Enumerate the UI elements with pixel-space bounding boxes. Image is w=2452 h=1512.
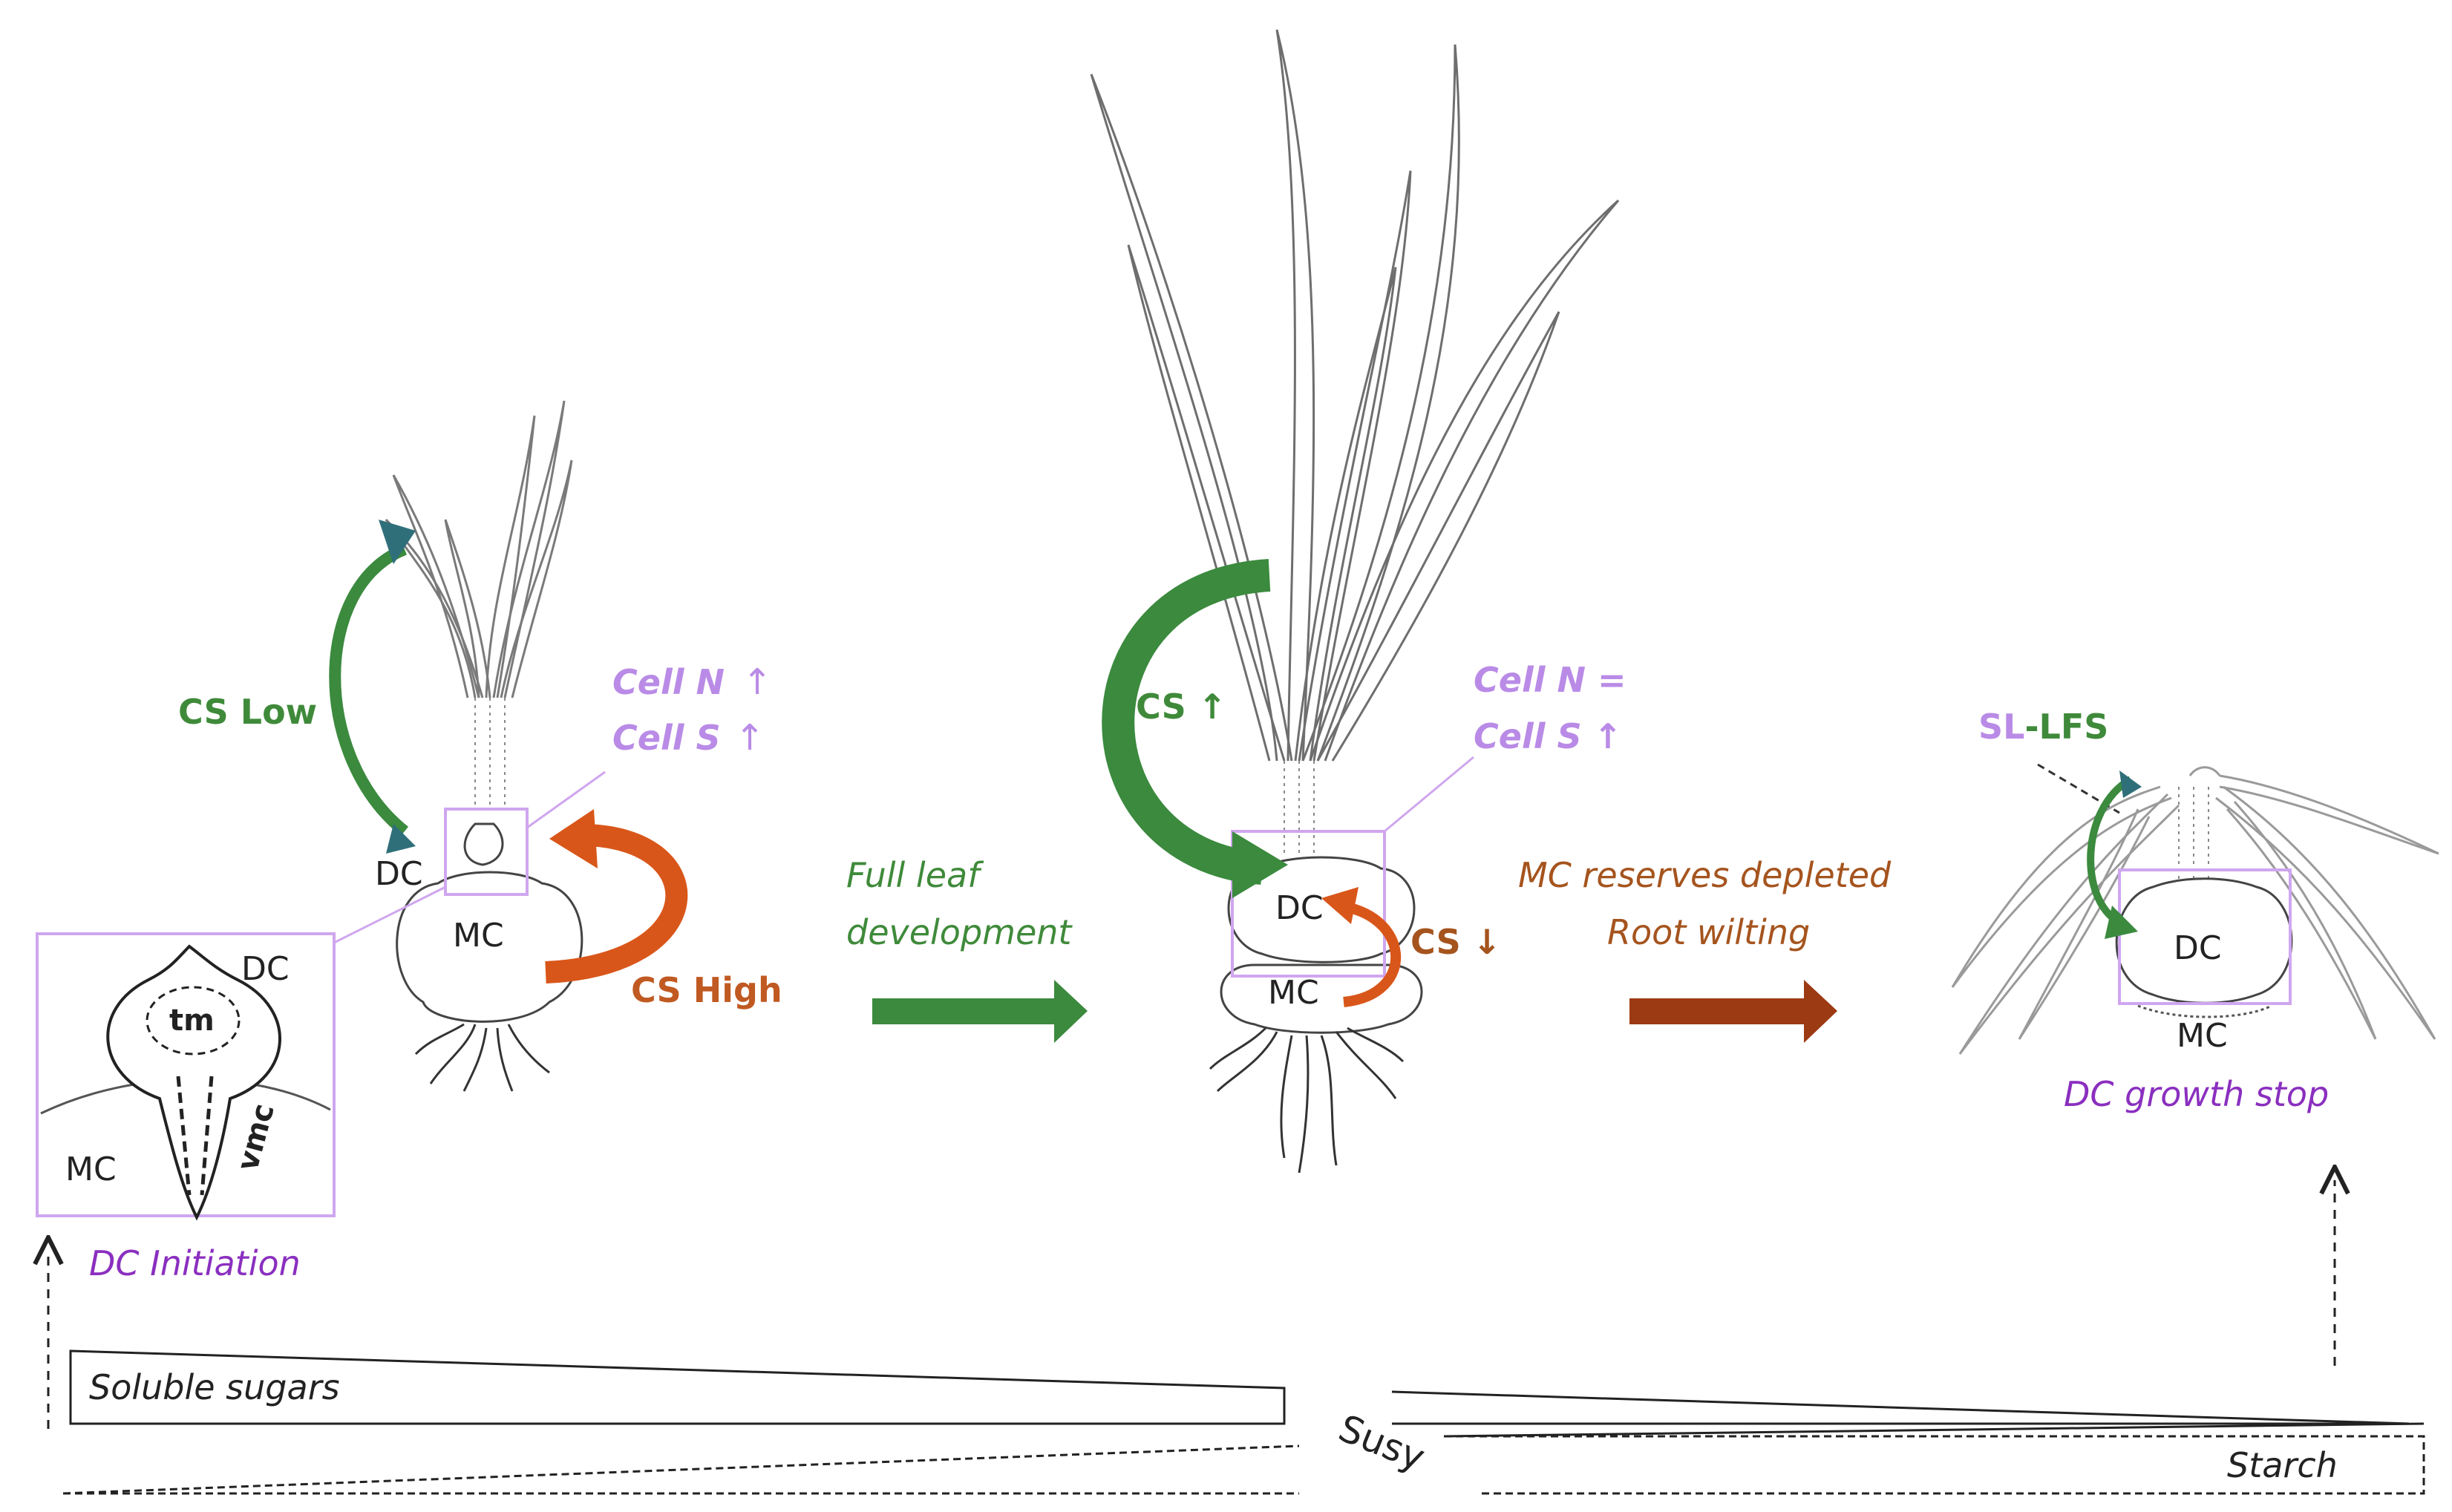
transition1-line2: development xyxy=(846,912,1073,952)
cs-low-arrow xyxy=(329,520,416,854)
stage1-dc-bulb xyxy=(463,822,504,866)
stage1-mc-label: MC xyxy=(453,917,504,955)
soluble-sugars-wedge xyxy=(69,1349,1286,1425)
stage1-mc-bulb xyxy=(396,871,583,1023)
stage1-cs-low-label: CS Low xyxy=(178,692,317,732)
transition2-line1: MC reserves depleted xyxy=(1518,855,1892,895)
soluble-sugars-wedge-tail xyxy=(1391,1390,2410,1425)
inset-panel: tm vmc DC MC xyxy=(36,932,336,1221)
transition2-arrow xyxy=(1629,980,1837,1043)
inset-dc-shape xyxy=(106,944,281,1221)
stage1-dc-label: DC xyxy=(375,855,423,893)
cs-high-arrow xyxy=(545,809,688,984)
stage3-mc-remnant xyxy=(2137,1004,2272,1018)
transition1-arrow xyxy=(872,980,1088,1043)
stage1-inset-leader xyxy=(333,886,446,944)
stage3-caption: DC growth stop xyxy=(2064,1074,2329,1114)
inset-caption: DC Initiation xyxy=(89,1243,301,1283)
inset-tm-label: tm xyxy=(169,1004,215,1038)
stage1-cell-s-arrow: ↑ xyxy=(735,717,765,759)
starch-wedge xyxy=(62,1422,2425,1495)
cs-down-arrow xyxy=(1321,887,1401,1007)
stage1-cell-s-label: Cell S xyxy=(612,718,721,758)
transition1-line1: Full leaf xyxy=(846,855,984,895)
stage1-cell-n-arrow: ↑ xyxy=(742,661,772,703)
stage3-dash: - xyxy=(2024,707,2039,747)
stage1-cell-leader xyxy=(526,770,606,829)
susy-label: Susy xyxy=(1333,1407,1431,1479)
sl-lfs-arrow xyxy=(2087,770,2142,939)
inset-dc-label: DC xyxy=(241,950,290,988)
stage2-dc-label: DC xyxy=(1275,889,1324,927)
soluble-sugars-label: Soluble sugars xyxy=(89,1367,340,1407)
stage2-plant xyxy=(1090,29,1620,1174)
stage2-mc-bulb xyxy=(1220,963,1423,1034)
stage1-plant xyxy=(333,400,606,1092)
starch-label: Starch xyxy=(2227,1445,2338,1485)
transition2-line2: Root wilting xyxy=(1607,912,1810,952)
stage1-cs-high-label: CS High xyxy=(631,970,782,1010)
stage2-mc-label: MC xyxy=(1268,974,1319,1012)
stage2-highlight-box xyxy=(1231,830,1386,978)
stage3-lfs-text: LFS xyxy=(2039,707,2109,747)
stage2-cs-down-label: CS ↓ xyxy=(1410,922,1501,962)
stage2-stem xyxy=(1284,761,1315,854)
stage3-plant xyxy=(1951,763,2439,1055)
stage3-highlight-box xyxy=(2118,868,2292,1005)
stage3-mc-label: MC xyxy=(2177,1017,2228,1055)
stage3-stem xyxy=(2178,787,2209,880)
stage3-sl-text: SL xyxy=(1978,707,2024,747)
stage1-stem xyxy=(474,698,506,809)
inset-tm-zone xyxy=(146,986,241,1056)
stage2-cs-up-label: CS ↑ xyxy=(1136,687,1226,727)
inset-mc-label: MC xyxy=(65,1151,117,1188)
stage2-cell-leader xyxy=(1384,756,1474,833)
cs-up-arrow xyxy=(1102,559,1288,898)
stage2-leaves xyxy=(1090,29,1620,762)
stage2-cell-n-label: Cell N = xyxy=(1474,660,1627,700)
stage3-dc-label: DC xyxy=(2174,929,2222,967)
stage1-leaves xyxy=(385,400,573,698)
stage3-sl-label: SL-LFS xyxy=(1978,707,2108,747)
stage1-cell-n-label: Cell N xyxy=(612,662,725,702)
stage2-roots xyxy=(1209,1027,1405,1174)
stage1-roots xyxy=(414,1023,550,1092)
stage1-highlight-box xyxy=(444,808,529,896)
stage2-cell-s-label: Cell S ↑ xyxy=(1474,716,1622,756)
inset-vmc-zone xyxy=(176,1076,214,1196)
